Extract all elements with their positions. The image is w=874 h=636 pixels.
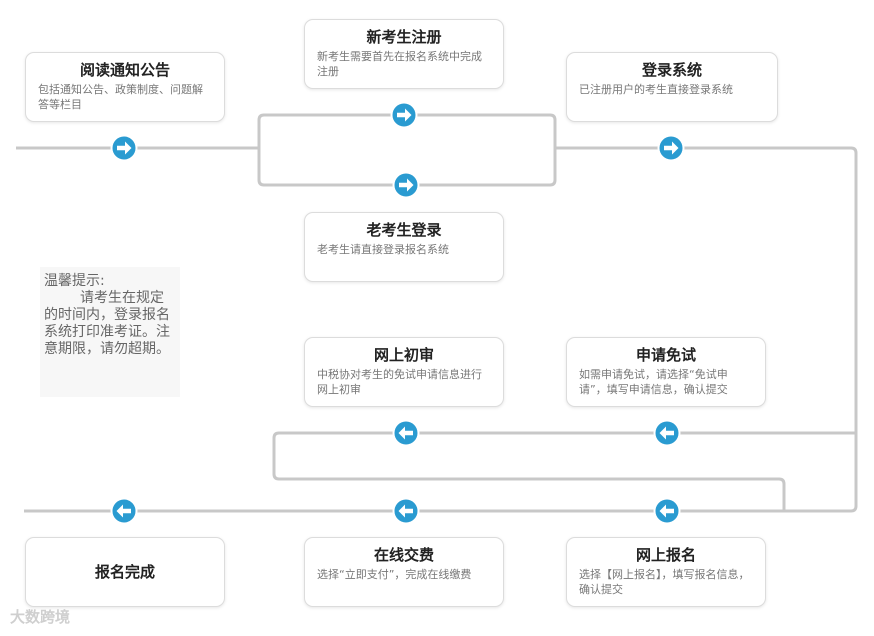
tip-heading: 温馨提示: [44, 273, 105, 289]
step-desc: 选择【网上报名】，填写报名信息，确认提交 [579, 568, 750, 596]
arrow-right-icon [657, 134, 685, 162]
step-title: 老考生登录 [366, 221, 442, 239]
arrow-left-icon [110, 497, 138, 525]
step-title: 网上报名 [635, 546, 696, 564]
step-desc: 选择“立即支付”，完成在线缴费 [317, 568, 472, 581]
tip-body: 请考生在规定的时间内，登录报名系统打印准考证。注意期限，请勿超期。 [44, 290, 170, 357]
step-title: 申请免试 [635, 346, 696, 364]
arrow-left-icon [653, 497, 681, 525]
step-title: 网上初审 [373, 346, 434, 364]
step-title: 阅读通知公告 [79, 61, 170, 79]
arrow-right-icon [392, 171, 420, 199]
arrow-left-icon [392, 497, 420, 525]
step-login: 登录系统 已注册用户的考生直接登录系统 [566, 52, 778, 122]
step-desc: 如需申请免试，请选择“免试申请”，填写申请信息，确认提交 [579, 368, 728, 396]
tip-box: 温馨提示: 请考生在规定的时间内，登录报名系统打印准考证。注意期限，请勿超期。 [40, 267, 180, 397]
step-online-review: 网上初审 中税协对考生的免试申请信息进行网上初审 [304, 337, 504, 407]
step-apply-exempt: 申请免试 如需申请免试，请选择“免试申请”，填写申请信息，确认提交 [566, 337, 766, 407]
arrow-left-icon [392, 419, 420, 447]
step-desc: 新考生需要首先在报名系统中完成注册 [317, 50, 482, 78]
watermark: 大数跨境 [10, 608, 71, 626]
step-online-apply: 网上报名 选择【网上报名】，填写报名信息，确认提交 [566, 537, 766, 607]
step-desc: 已注册用户的考生直接登录系统 [579, 83, 733, 96]
arrow-left-icon [653, 419, 681, 447]
arrow-right-icon [110, 134, 138, 162]
step-new-register: 新考生注册 新考生需要首先在报名系统中完成注册 [304, 19, 504, 89]
arrow-right-icon [390, 101, 418, 129]
step-title: 登录系统 [641, 61, 702, 79]
step-online-pay: 在线交费 选择“立即支付”，完成在线缴费 [304, 537, 504, 607]
step-done: 报名完成 [25, 537, 225, 607]
step-title: 报名完成 [94, 563, 155, 581]
tip-body-wrap: 请考生在规定的时间内，登录报名系统打印准考证。注意期限，请勿超期。 [44, 290, 176, 358]
step-desc: 包括通知公告、政策制度、问题解答等栏目 [38, 83, 203, 111]
step-read-notice: 阅读通知公告 包括通知公告、政策制度、问题解答等栏目 [25, 52, 225, 122]
step-desc: 中税协对考生的免试申请信息进行网上初审 [317, 368, 482, 396]
step-title: 新考生注册 [366, 28, 442, 46]
step-desc: 老考生请直接登录报名系统 [317, 243, 449, 256]
step-title: 在线交费 [373, 546, 434, 564]
step-old-login: 老考生登录 老考生请直接登录报名系统 [304, 212, 504, 282]
